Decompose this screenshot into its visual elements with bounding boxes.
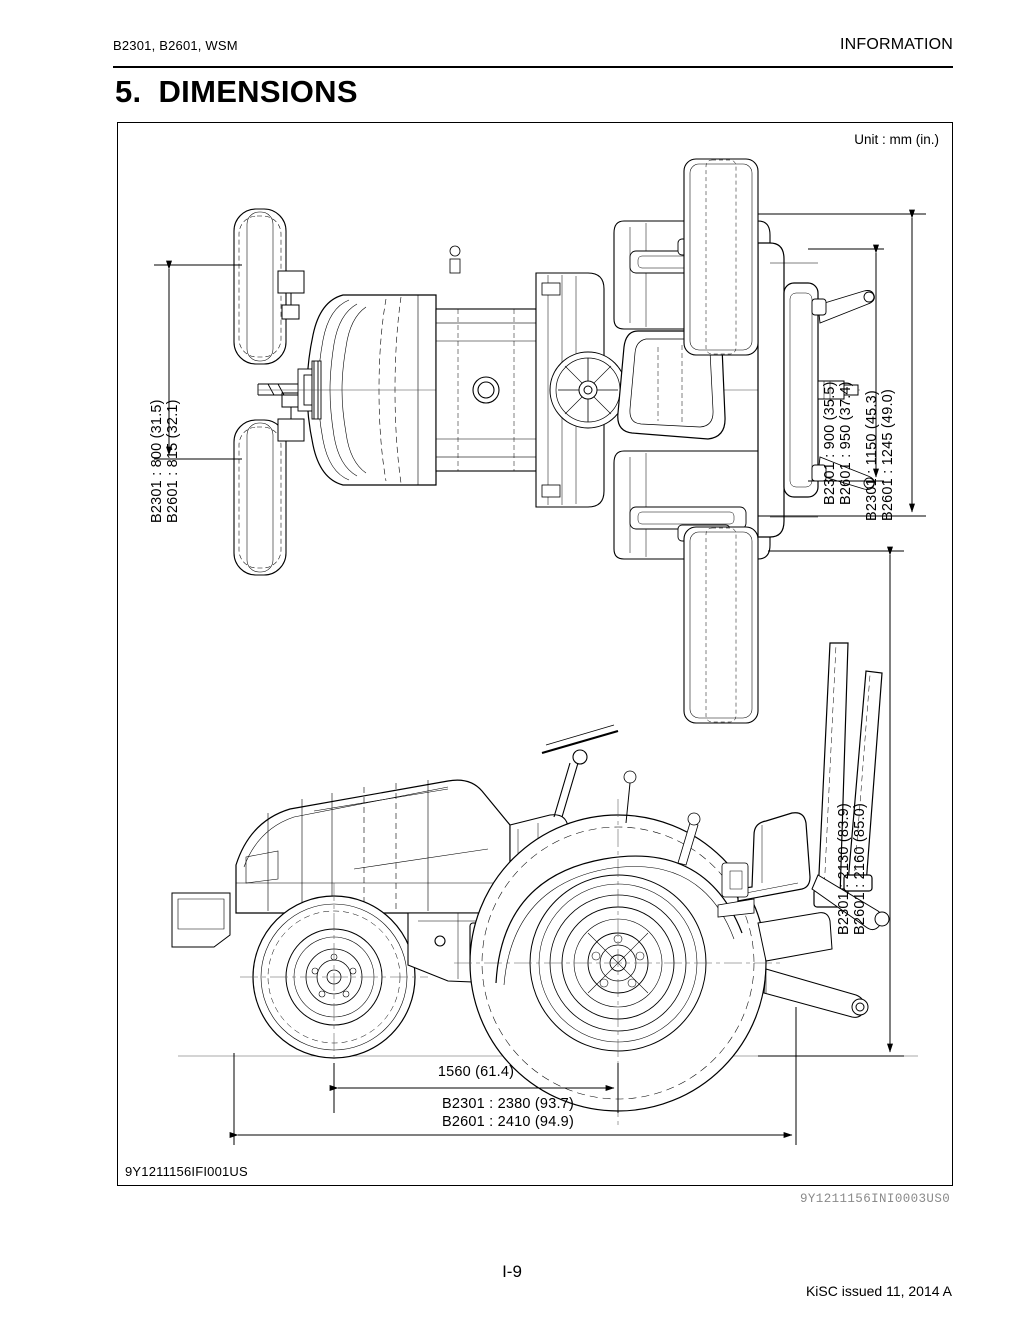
header-section-text: INFORMATION bbox=[839, 36, 953, 53]
dim-front-tread-b2601: B2601 : 815 (32.1) bbox=[165, 399, 182, 523]
dim-overall-height-b2601: B2601 : 2160 (85.0) bbox=[852, 803, 869, 935]
dim-label-rear-tread: B2301 : 900 (35.5) B2601 : 950 (37.4) bbox=[822, 381, 854, 505]
rear-housing bbox=[757, 242, 819, 538]
dim-overall-width-b2601: B2601 : 1245 (49.0) bbox=[880, 389, 897, 521]
front-wheel-centerlines bbox=[240, 883, 428, 1071]
page-title: 5. DIMENSIONS bbox=[115, 74, 358, 110]
side-misc-details bbox=[623, 770, 749, 898]
dim-overall-width-b2301: B2301 : 1150 (45.3) bbox=[864, 390, 880, 521]
hitch-side bbox=[757, 874, 890, 1018]
dim-rear-tread-b2601: B2601 : 950 (37.4) bbox=[838, 381, 855, 505]
rear-right-tire bbox=[683, 526, 759, 724]
page-title-number: 5. bbox=[115, 74, 142, 109]
page-title-text: DIMENSIONS bbox=[158, 74, 358, 109]
three-point-hitch bbox=[811, 290, 875, 490]
hood-side bbox=[235, 779, 511, 914]
page-number: I-9 bbox=[502, 1262, 522, 1281]
dim-label-overall-width: B2301 : 1150 (45.3) B2601 : 1245 (49.0) bbox=[864, 389, 896, 521]
dim-overall-length-b2601: B2601 : 2410 (94.9) bbox=[442, 1114, 574, 1131]
unit-label: Unit : mm (in.) bbox=[854, 132, 939, 147]
issued-label: KiSC issued 11, 2014 A bbox=[805, 1283, 952, 1299]
rear-left-tire bbox=[683, 158, 759, 356]
figure-code-label: 9Y1211156IFI001US bbox=[125, 1164, 248, 1179]
dim-overall-height-b2301: B2301 : 2130 (83.9) bbox=[836, 803, 852, 935]
side-view-dimension-lines bbox=[229, 546, 904, 1145]
front-bracket bbox=[171, 892, 231, 948]
plan-misc-details bbox=[449, 245, 561, 498]
dim-rear-tread-b2301: B2301 : 900 (35.5) bbox=[822, 381, 838, 505]
drawing-sub-code: 9Y1211156INI0003US0 bbox=[800, 1192, 951, 1206]
top-view-dimension-lines bbox=[154, 209, 926, 517]
rops-bar bbox=[813, 642, 883, 908]
rear-wheel-side bbox=[454, 799, 782, 1127]
dim-front-tread-b2301: B2301 : 800 (31.5) bbox=[149, 399, 165, 523]
pto-shaft bbox=[817, 380, 859, 400]
dim-label-front-tread: B2301 : 800 (31.5) B2601 : 815 (32.1) bbox=[149, 399, 181, 523]
seat-side bbox=[717, 812, 811, 918]
dim-label-wheelbase: 1560 (61.4) bbox=[406, 1063, 546, 1081]
dimensions-drawing bbox=[154, 158, 926, 1145]
header-rule bbox=[113, 66, 953, 68]
front-axle bbox=[277, 270, 305, 442]
dim-label-overall-length: B2301 : 2380 (93.7) B2601 : 2410 (94.9) bbox=[442, 1095, 574, 1131]
side-view-group bbox=[171, 642, 918, 1127]
hood-side-detail bbox=[236, 780, 510, 911]
dim-label-overall-height: B2301 : 2130 (83.9) B2601 : 2160 (85.0) bbox=[836, 803, 868, 935]
rear-fender-side bbox=[495, 855, 743, 986]
header-model-text: B2301, B2601, WSM bbox=[113, 38, 238, 53]
front-wheel-side bbox=[240, 883, 428, 1071]
steering-wheel bbox=[549, 351, 627, 429]
mid-chassis bbox=[435, 308, 537, 472]
dim-overall-length-b2301: B2301 : 2380 (93.7) bbox=[442, 1096, 574, 1112]
dim-wheelbase-value: 1560 (61.4) bbox=[437, 1064, 515, 1080]
front-right-tire bbox=[233, 419, 287, 576]
page-header: B2301, B2601, WSM INFORMATION bbox=[113, 36, 953, 64]
top-view-group bbox=[233, 158, 875, 724]
figure-frame: Unit : mm (in.) 9Y1211156IFI001US bbox=[117, 122, 953, 1186]
steering-column-side bbox=[541, 724, 619, 818]
